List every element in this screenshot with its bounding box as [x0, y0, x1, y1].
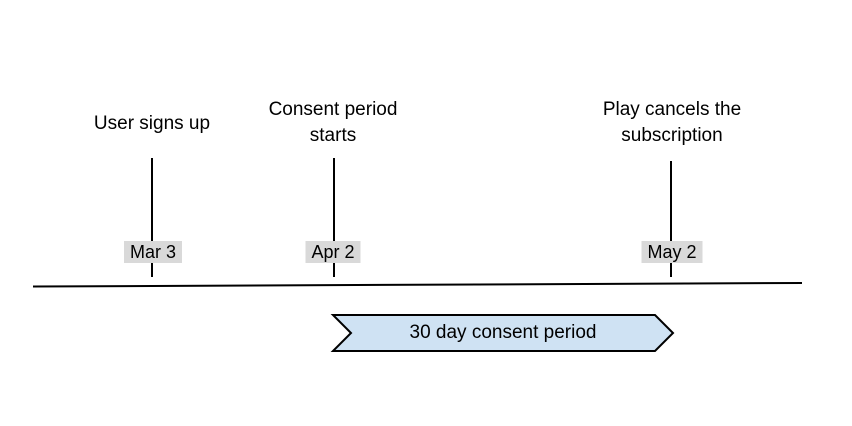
event-title-play-cancels-subscription: Play cancels the subscription	[602, 99, 742, 146]
timeline-axis	[32, 282, 803, 288]
consent-period-ribbon	[330, 314, 675, 352]
date-label-apr-2: Apr 2	[305, 241, 361, 263]
event-title-consent-period-starts: Consent period starts	[268, 99, 398, 146]
date-label-may-2: May 2	[641, 241, 703, 263]
event-title-user-signs-up: User signs up	[93, 113, 211, 134]
date-label-mar-3: Mar 3	[123, 241, 183, 263]
consent-period-ribbon-label: 30 day consent period	[409, 322, 597, 343]
